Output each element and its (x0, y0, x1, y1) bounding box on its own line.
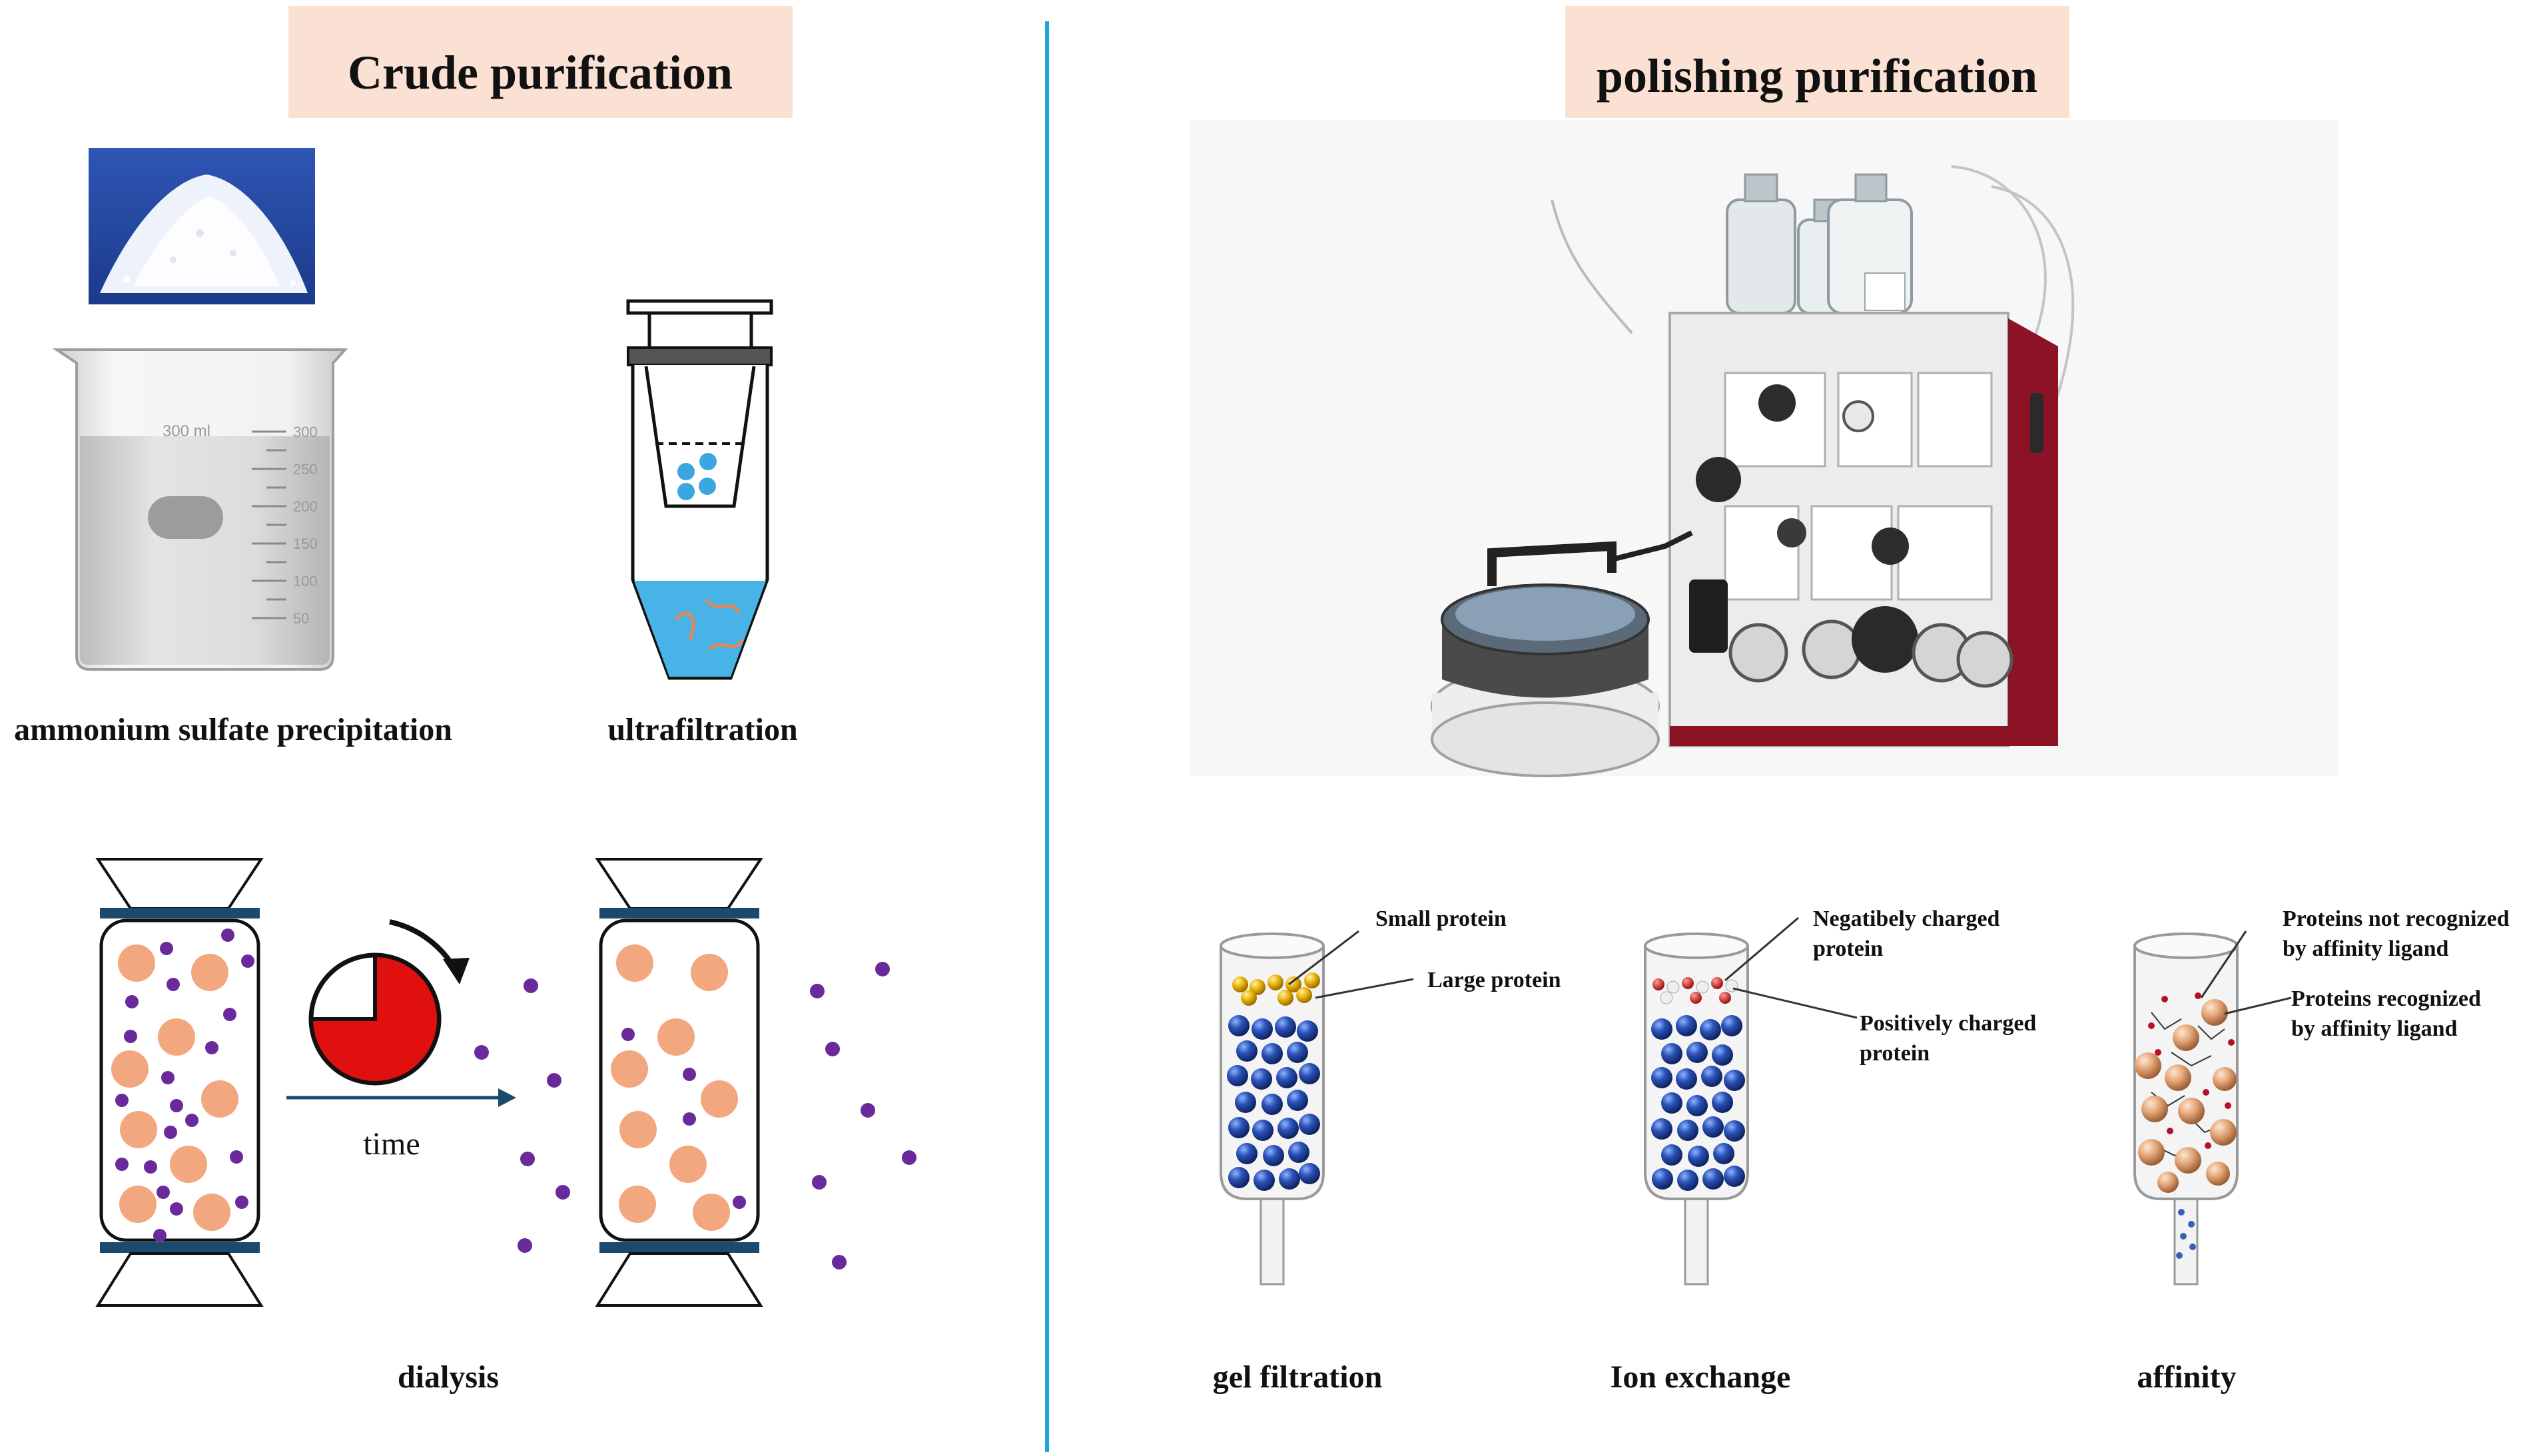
beaker-graduations (252, 430, 286, 619)
recognized-label-1: Proteins recognized (2291, 986, 2481, 1011)
small-protein-label: Small protein (1375, 907, 1507, 931)
ion-exchange-column (1644, 916, 1858, 1285)
left-panel-title: Crude purification (348, 46, 733, 99)
left-title-box (288, 6, 793, 118)
beaker-volume-label: 300 ml (163, 422, 210, 440)
beaker-tick-100: 100 (293, 573, 318, 589)
beaker-tick-50: 50 (293, 610, 309, 627)
beaker-tick-250: 250 (293, 461, 318, 478)
positively-charged-label-1: Positively charged (1860, 1011, 2036, 1036)
beaker-illustration: 300 ml 300 250 200 150 100 50 (52, 348, 348, 671)
time-arrow (286, 1088, 516, 1107)
affinity-label: affinity (2137, 1359, 2236, 1395)
positively-charged-label-2: protein (1860, 1041, 1930, 1066)
affinity-column (2133, 930, 2292, 1285)
chromatography-system-image (1190, 120, 2338, 777)
right-title-box (1565, 6, 2069, 118)
time-label: time (363, 1126, 420, 1162)
timer-icon (308, 919, 470, 1086)
diffused-small-molecules-middle (474, 978, 570, 1253)
beaker-tick-300: 300 (293, 424, 318, 440)
ammonium-sulfate-crystals-image (89, 148, 315, 304)
beaker-tick-150: 150 (293, 536, 318, 552)
ion-exchange-label: Ion exchange (1611, 1359, 1791, 1395)
negatively-charged-label-1: Negatibely charged (1813, 907, 2000, 931)
ammonium-sulfate-label: ammonium sulfate precipitation (14, 712, 452, 747)
not-recognized-label-1: Proteins not recognized (2283, 907, 2510, 931)
ultrafiltration-label: ultrafiltration (607, 712, 797, 747)
dialysis-label: dialysis (398, 1359, 499, 1395)
gel-filtration-column (1220, 930, 1414, 1285)
not-recognized-label-2: by affinity ligand (2283, 936, 2448, 961)
dialysis-bag-before (95, 858, 264, 1307)
ultrafiltration-tube (626, 299, 773, 680)
gel-filtration-label: gel filtration (1213, 1359, 1383, 1395)
beaker-tick-200: 200 (293, 498, 318, 515)
negatively-charged-label-2: protein (1813, 936, 1883, 961)
right-panel-title: polishing purification (1597, 49, 2037, 103)
recognized-label-2: by affinity ligand (2291, 1016, 2457, 1041)
dialysis-bag-after (595, 858, 763, 1307)
diffused-small-molecules-right (810, 962, 916, 1270)
large-protein-label: Large protein (1427, 968, 1561, 992)
